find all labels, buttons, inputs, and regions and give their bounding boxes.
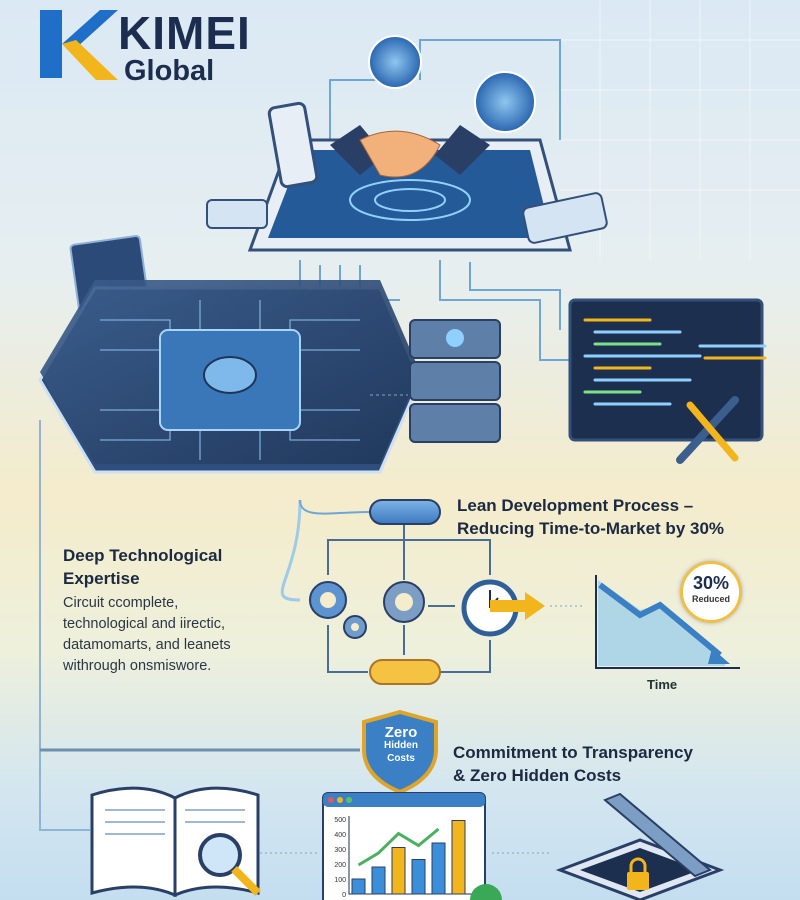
y-tick-label: 200 bbox=[334, 862, 346, 869]
trend-line bbox=[357, 827, 440, 867]
background-grid bbox=[560, 0, 800, 260]
globe-icon bbox=[368, 35, 422, 89]
phone-icon bbox=[267, 101, 319, 189]
lean-heading-line1: Lean Development Process – bbox=[457, 496, 694, 515]
lean-heading: Lean Development Process – Reducing Time… bbox=[457, 494, 797, 540]
y-tick-label: 400 bbox=[334, 832, 346, 839]
transparency-heading-line1: Commitment to Transparency bbox=[453, 743, 693, 762]
magnifier-icon bbox=[198, 833, 261, 896]
badge-label: Reduced bbox=[691, 594, 730, 604]
shield-line1: Zero bbox=[384, 724, 418, 741]
badge-value: 30% bbox=[692, 573, 730, 593]
body-line: datamomarts, and leanets bbox=[63, 637, 231, 653]
reduction-badge: 30% Reduced bbox=[680, 561, 742, 623]
logo-text: KIMEI bbox=[118, 7, 251, 59]
shield-text: Zero Hidden Costs bbox=[370, 724, 432, 765]
y-tick-label: 300 bbox=[334, 847, 346, 854]
body-line: technological and iirectic, bbox=[63, 616, 226, 632]
phone-icon bbox=[206, 199, 268, 229]
logo-subtext: Global bbox=[124, 55, 215, 87]
y-tick-label: 100 bbox=[334, 877, 346, 884]
open-safe-icon bbox=[555, 792, 725, 900]
chart-bar bbox=[451, 820, 466, 895]
check-badge-icon bbox=[470, 884, 502, 900]
y-tick-label: 500 bbox=[334, 817, 346, 824]
process-flowchart bbox=[327, 524, 491, 673]
server-stack-icon bbox=[409, 319, 501, 443]
deep-heading-line1: Deep Technological bbox=[63, 546, 223, 565]
transparency-heading: Commitment to Transparency & Zero Hidden… bbox=[453, 741, 783, 787]
brain-icon bbox=[203, 356, 257, 394]
chart-bar bbox=[371, 866, 386, 895]
process-start-pill bbox=[369, 499, 441, 525]
y-tick-label: 0 bbox=[342, 892, 346, 899]
gear-icon bbox=[343, 615, 367, 639]
deep-heading-line2: Expertise bbox=[63, 569, 140, 588]
chart-bar bbox=[391, 847, 406, 895]
process-end-pill bbox=[369, 659, 441, 685]
screwdriver-icon bbox=[686, 401, 739, 462]
transparency-heading-line2: & Zero Hidden Costs bbox=[453, 766, 622, 785]
globe-icon bbox=[474, 71, 536, 133]
deep-heading: Deep Technological Expertise bbox=[63, 544, 283, 590]
logo-k-icon bbox=[40, 10, 118, 80]
gear-icon bbox=[383, 581, 425, 623]
clock-icon bbox=[461, 579, 545, 637]
phone-icon bbox=[522, 192, 608, 244]
ai-chip-board bbox=[38, 280, 422, 474]
chart-bar bbox=[431, 842, 446, 895]
shield-line2: Hidden bbox=[384, 740, 418, 751]
lean-heading-line2: Reducing Time-to-Market by 30% bbox=[457, 519, 725, 538]
deep-body: Circuit ccomplete, technological and iir… bbox=[63, 593, 303, 677]
tablet-handshake-illustration bbox=[247, 125, 572, 252]
time-reduction-chart bbox=[595, 575, 740, 669]
padlock-icon bbox=[627, 872, 649, 890]
body-line: withrough onsmiswore. bbox=[63, 658, 212, 674]
body-line: Circuit ccomplete, bbox=[63, 595, 179, 611]
chart-bar bbox=[351, 878, 366, 895]
chart-bar bbox=[411, 859, 426, 895]
gear-icon bbox=[309, 581, 347, 619]
code-editor-window bbox=[568, 298, 767, 442]
time-axis-label: Time bbox=[647, 677, 678, 692]
shield-line3: Costs bbox=[387, 753, 415, 764]
